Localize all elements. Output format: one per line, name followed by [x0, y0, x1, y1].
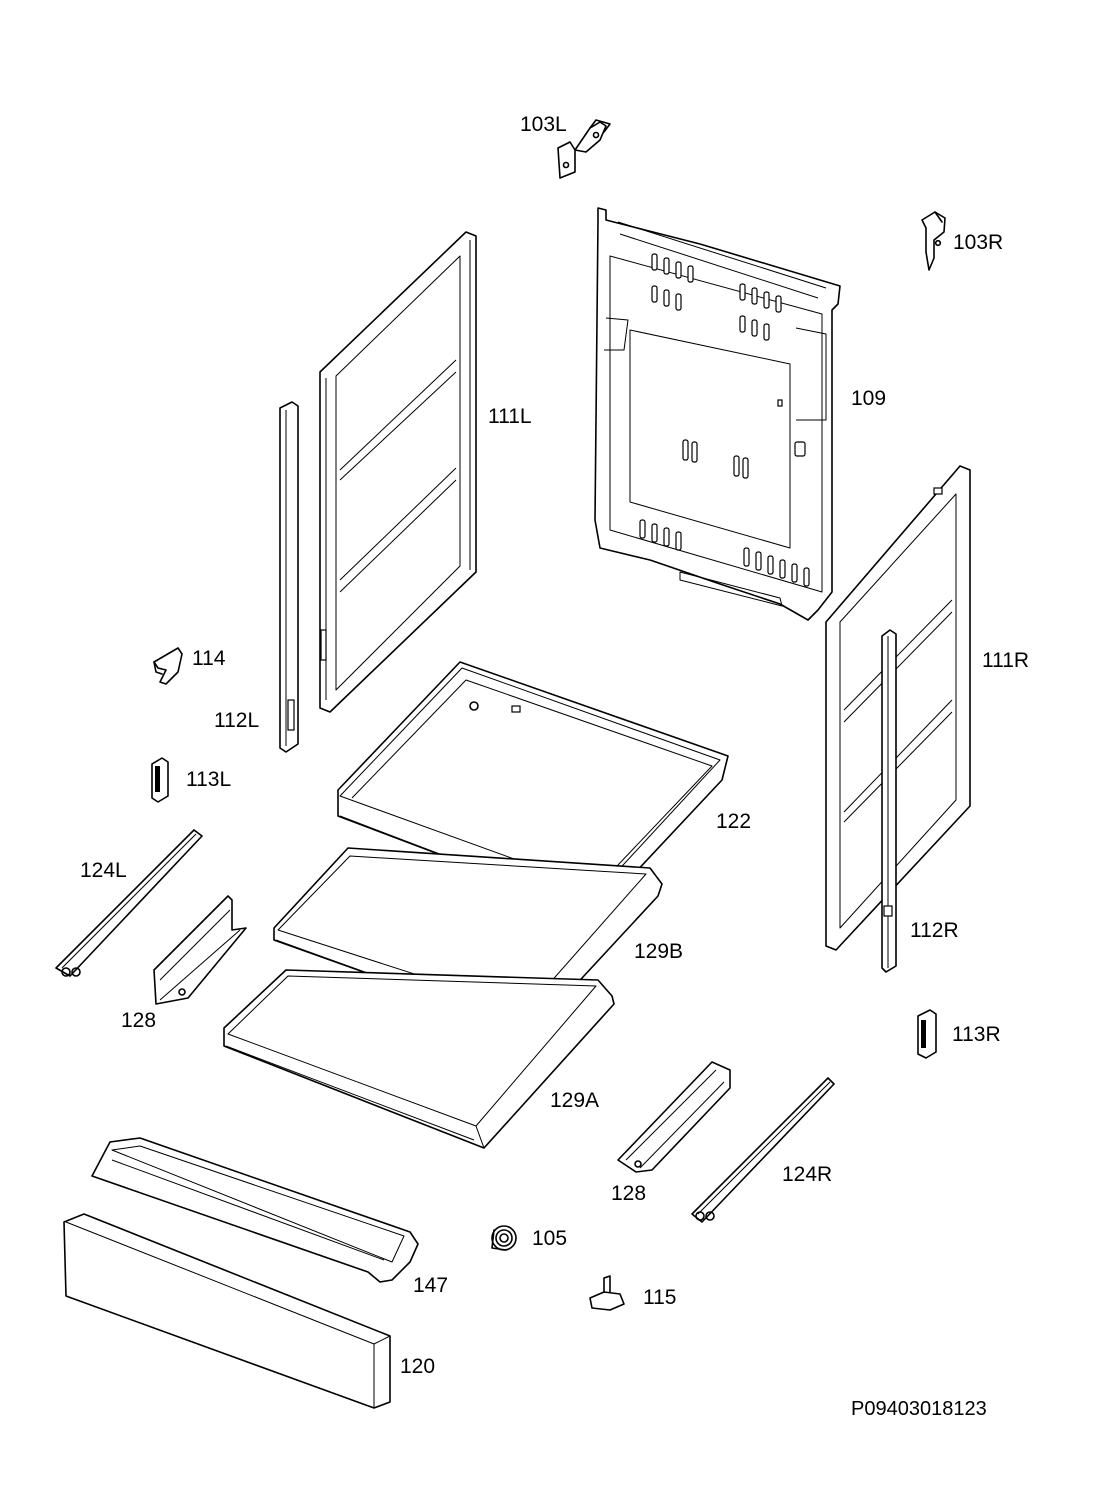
- label-115: 115: [643, 1286, 676, 1309]
- part-109-rear-panel: [594, 207, 841, 621]
- document-reference: P09403018123: [851, 1398, 987, 1420]
- part-111R-side-frame: [825, 465, 971, 951]
- part-120-plinth: [63, 1213, 391, 1409]
- part-128-right-bracket: [617, 1061, 731, 1173]
- label-124R: 124R: [782, 1163, 832, 1186]
- part-103R-bracket: [921, 211, 946, 271]
- label-103R: 103R: [953, 231, 1003, 254]
- label-111L: 111L: [488, 405, 532, 428]
- label-128-left: 128: [121, 1009, 156, 1032]
- label-120: 120: [400, 1355, 435, 1378]
- part-111L-side-frame: [319, 231, 477, 713]
- rear-panel-slots-middle: [682, 399, 806, 479]
- label-103L: 103L: [520, 113, 567, 136]
- part-128-left-bracket: [153, 895, 247, 1005]
- part-105-bumper: [491, 1225, 517, 1251]
- rear-panel-slots-top: [651, 253, 782, 341]
- label-129B: 129B: [634, 940, 683, 963]
- part-124L-runner: [55, 829, 203, 977]
- label-112R: 112R: [910, 919, 959, 942]
- label-147: 147: [413, 1274, 448, 1297]
- part-113L-hinge: [151, 757, 169, 803]
- label-109: 109: [851, 387, 886, 410]
- label-114: 114: [192, 647, 226, 670]
- label-113L: 113L: [186, 768, 231, 791]
- part-124R-runner: [691, 1077, 835, 1223]
- part-129A-tray: [223, 969, 615, 1149]
- part-113R-hinge: [917, 1009, 937, 1059]
- label-105: 105: [532, 1227, 567, 1250]
- label-128-right: 128: [611, 1182, 646, 1205]
- label-124L: 124L: [80, 859, 127, 882]
- part-112L-rail: [279, 401, 299, 753]
- part-115-foot: [589, 1275, 625, 1311]
- rear-panel-slots-bottom: [639, 519, 810, 587]
- label-113R: 113R: [952, 1023, 1001, 1046]
- label-129A: 129A: [550, 1089, 599, 1112]
- label-122: 122: [716, 810, 751, 833]
- part-103L-bracket: [557, 119, 611, 179]
- label-111R: 111R: [982, 649, 1029, 672]
- part-147-trim: [91, 1137, 419, 1283]
- part-114-clip: [153, 647, 183, 685]
- label-112L: 112L: [214, 709, 259, 732]
- part-112R-rail: [881, 629, 897, 973]
